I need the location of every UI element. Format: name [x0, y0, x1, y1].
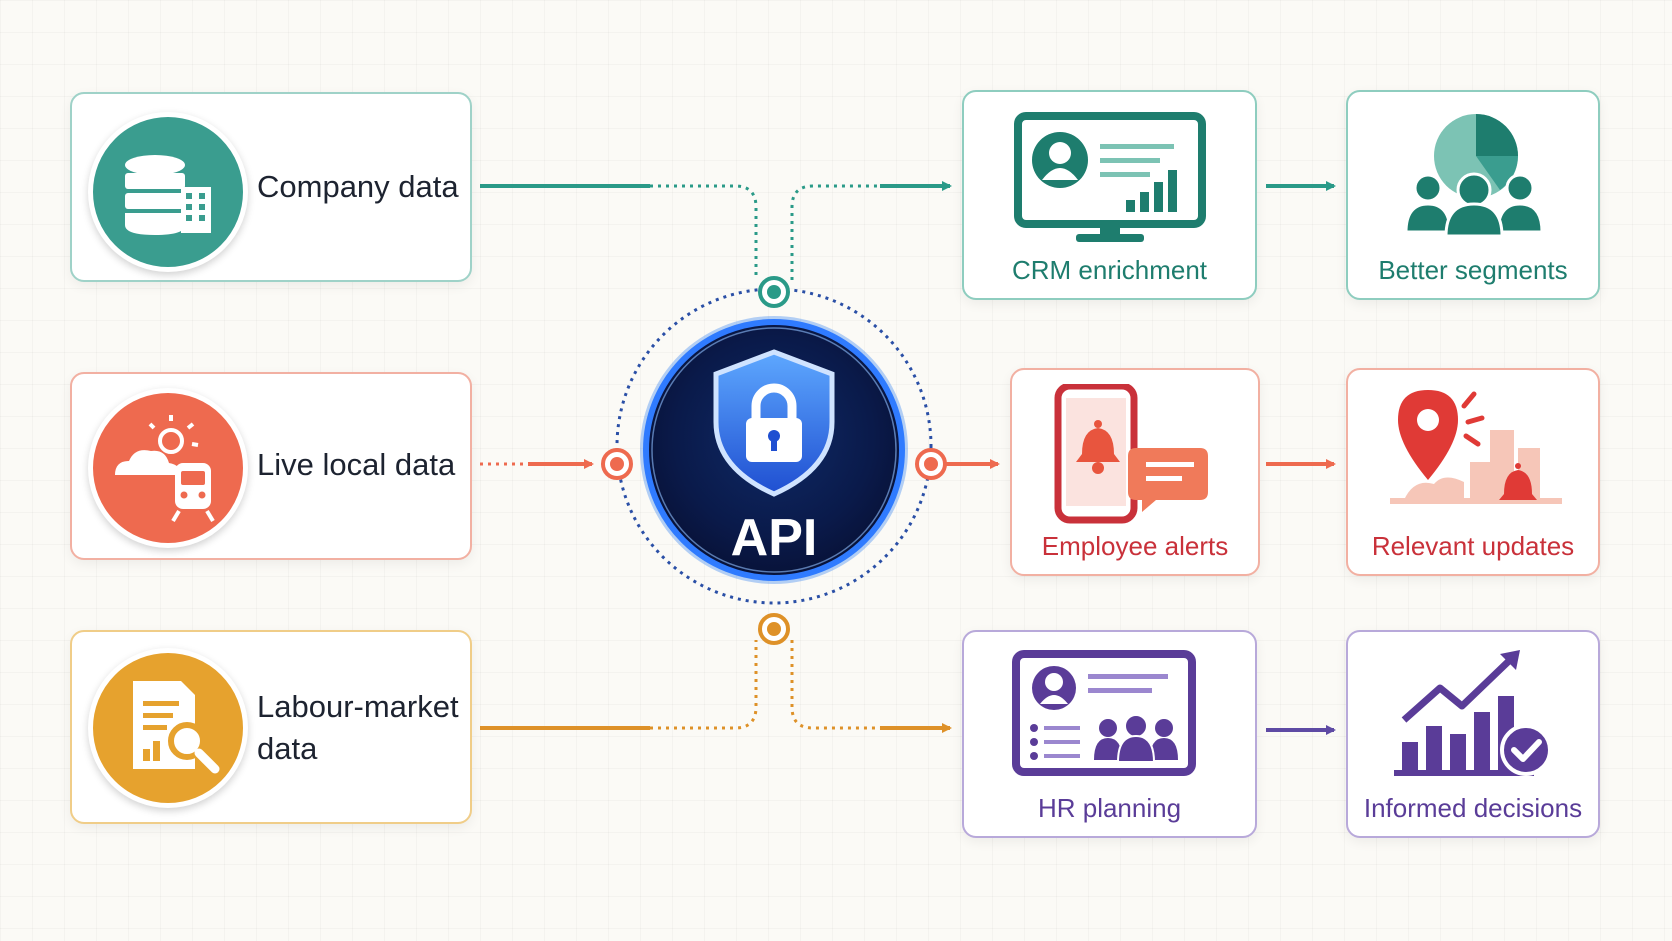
output-informed-decisions[interactable]: Informed decisions — [1346, 630, 1600, 838]
source-labour-market-data[interactable]: Labour-market data — [70, 630, 472, 824]
output-label: Informed decisions — [1363, 793, 1583, 823]
output-relevant-updates[interactable]: Relevant updates — [1346, 368, 1600, 576]
source-label-line2: data — [257, 731, 318, 766]
report-magnifier-icon — [88, 648, 248, 808]
growth-chart-check-icon — [1394, 650, 1552, 776]
profile-team-board-icon — [1012, 650, 1196, 776]
output-better-segments[interactable]: Better segments — [1346, 90, 1600, 300]
source-company-data[interactable]: Company data — [70, 92, 472, 282]
output-label: HR planning — [1037, 793, 1182, 823]
output-label: Relevant updates — [1371, 531, 1575, 561]
output-crm-enrichment[interactable]: CRM enrichment — [962, 90, 1257, 300]
source-label: Company data — [257, 169, 459, 204]
api-hub — [640, 316, 908, 584]
monitor-profile-icon — [1014, 112, 1206, 242]
api-label: API — [730, 509, 818, 567]
hub-dotted-ring — [615, 287, 933, 605]
source-label-line1: Labour-market — [257, 689, 459, 724]
source-label: Live local data — [257, 447, 456, 482]
output-label: Employee alerts — [1041, 531, 1229, 561]
output-employee-alerts[interactable]: Employee alerts — [1010, 368, 1260, 576]
source-live-local-data[interactable]: Live local data — [70, 372, 472, 560]
output-label: CRM enrichment — [1011, 255, 1208, 285]
output-hr-planning[interactable]: HR planning — [962, 630, 1257, 838]
database-building-icon — [88, 112, 248, 272]
map-pin-city-icon — [1390, 390, 1562, 504]
source-label: Labour-market data — [257, 686, 459, 770]
pie-people-icon — [1404, 114, 1544, 238]
weather-train-icon — [88, 388, 248, 548]
output-label: Better segments — [1378, 255, 1568, 285]
phone-bell-icon — [1054, 384, 1208, 524]
shield-lock-icon — [713, 349, 835, 497]
